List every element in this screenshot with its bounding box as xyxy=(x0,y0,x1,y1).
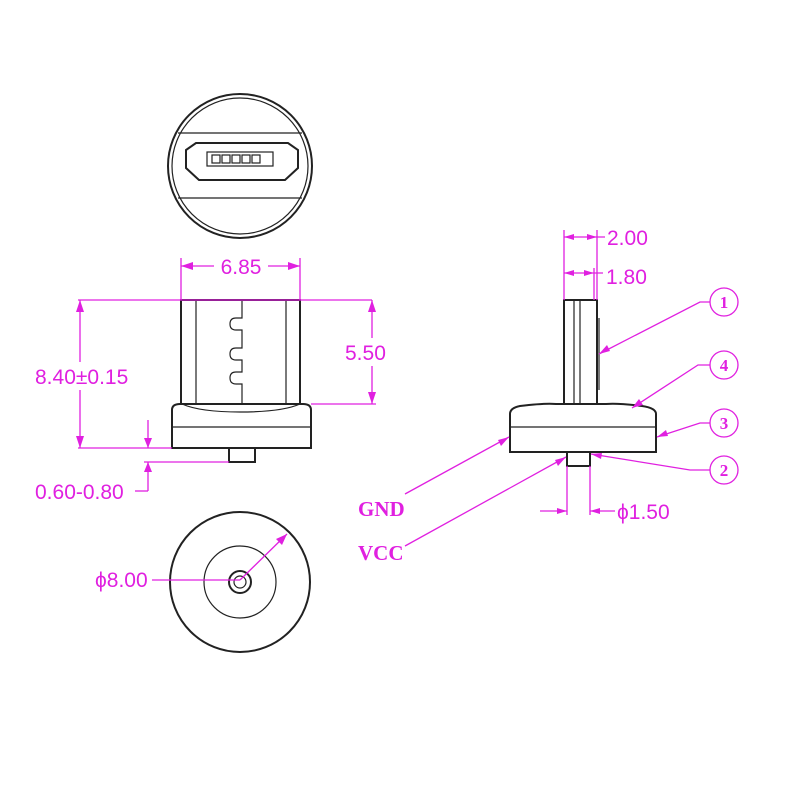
pin-length-dimension: 0.60-0.80 xyxy=(35,481,124,504)
tip-dimension: 5.50 xyxy=(345,342,386,365)
bottom-view: ϕ8.00 xyxy=(95,511,311,653)
width-dimension: 6.85 xyxy=(221,256,262,279)
side-view xyxy=(509,299,657,467)
diameter-dimension: ϕ8.00 xyxy=(95,569,148,592)
callout-3: 3 xyxy=(720,414,729,433)
outer-thickness-dimension: 2.00 xyxy=(607,227,648,250)
callout-2: 2 xyxy=(720,461,729,480)
front-view xyxy=(171,299,312,463)
vcc-label: VCC xyxy=(358,541,404,565)
inner-thickness-dimension: 1.80 xyxy=(606,266,647,289)
pin-diameter-dimension: ϕ1.50 xyxy=(617,501,670,524)
height-dimension: 8.40±0.15 xyxy=(35,366,128,389)
callout-1: 1 xyxy=(720,293,729,312)
side-dimensions: 2.00 1.80 ϕ1.50 1 4 3 2 GND VCC xyxy=(358,227,739,565)
micro-usb-port xyxy=(185,142,299,181)
callout-4: 4 xyxy=(720,356,729,375)
gnd-label: GND xyxy=(358,497,405,521)
end-view xyxy=(167,93,313,239)
front-dimensions: 6.85 8.40±0.15 5.50 0.60-0.80 xyxy=(35,256,386,504)
